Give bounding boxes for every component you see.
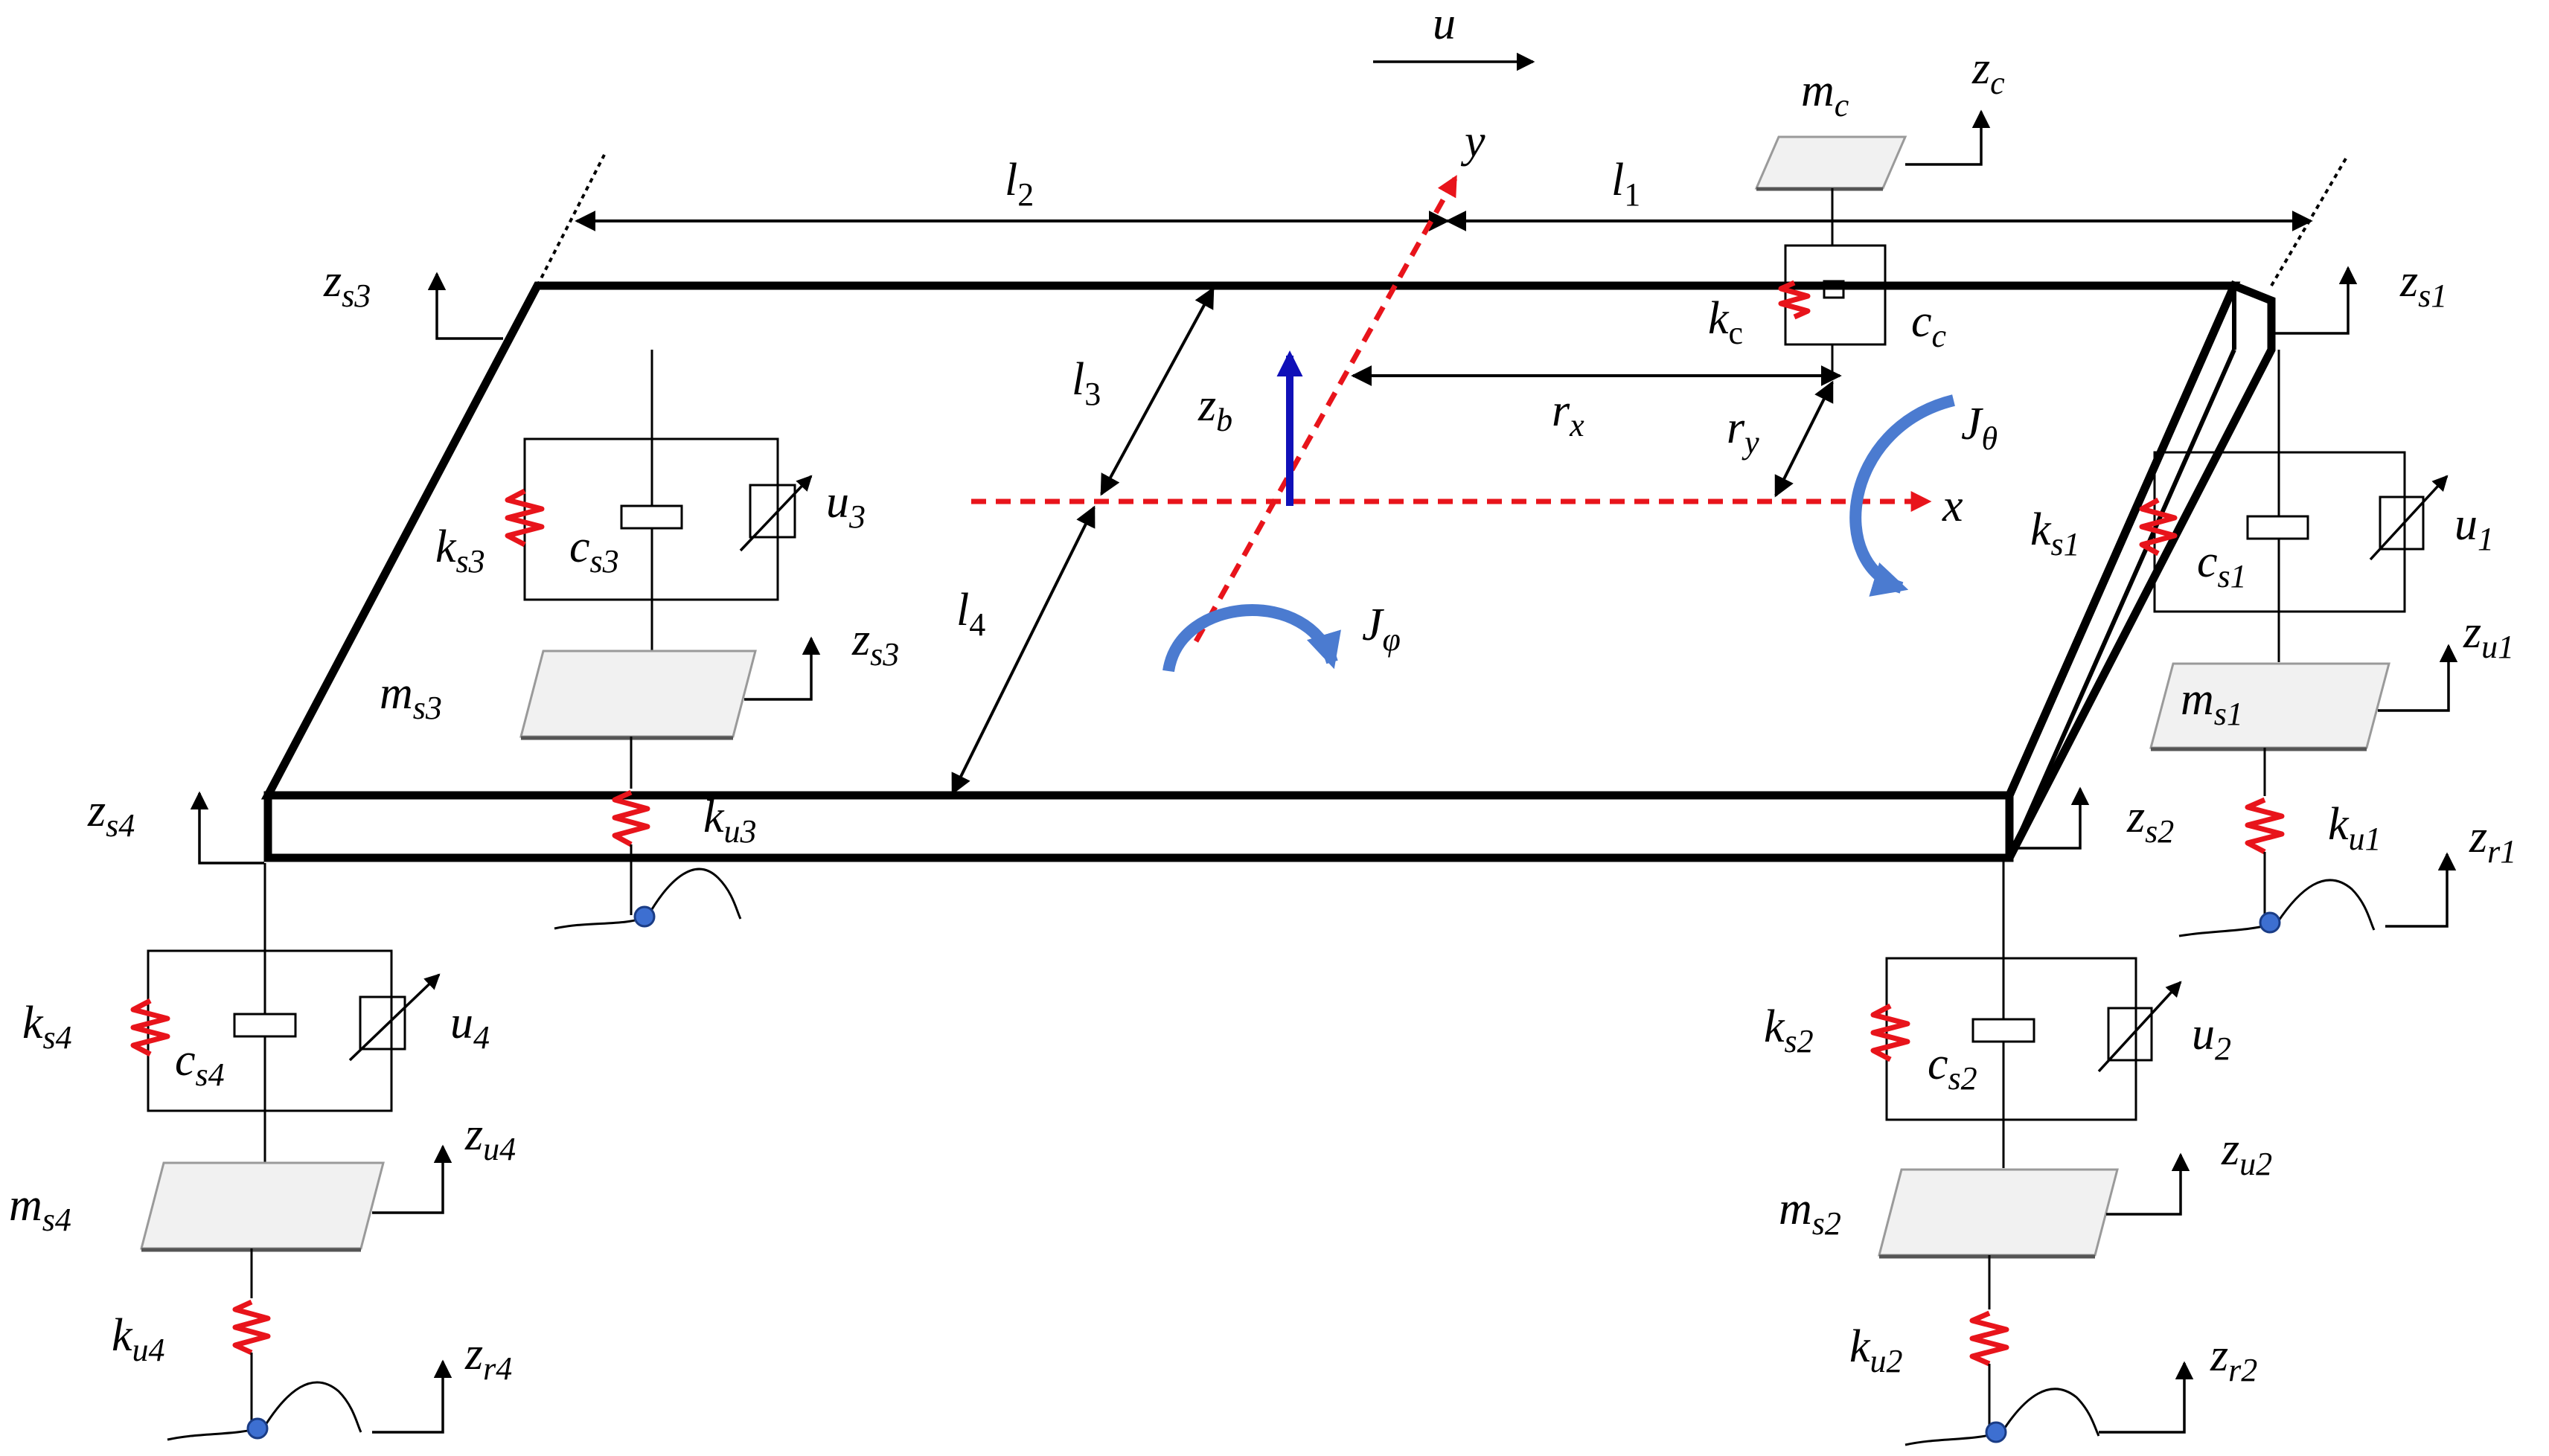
- label-cs4: cs4: [175, 1035, 225, 1093]
- suspension-corner-2: [1870, 786, 2194, 1446]
- label-zs1-top: zs1: [2399, 256, 2447, 314]
- label-ms1: ms1: [2181, 674, 2243, 732]
- label-x: x: [1942, 481, 1963, 531]
- label-zr2: zr2: [2210, 1330, 2257, 1388]
- l3-dimension-arrow: [1100, 286, 1215, 496]
- label-u1: u1: [2454, 499, 2494, 557]
- label-ku4: ku4: [112, 1310, 165, 1368]
- label-zu2: zu2: [2221, 1124, 2272, 1182]
- label-u: u: [1433, 0, 1456, 49]
- label-ks3: ks3: [435, 522, 485, 580]
- label-y: y: [1460, 116, 1485, 167]
- label-zs4: zs4: [87, 786, 135, 844]
- cabin-suspension: [1754, 109, 1991, 376]
- label-ks2: ks2: [1764, 1001, 1814, 1059]
- labels: u mc zc y x l1 l2 l3 l4 kc cc zb rx ry J…: [9, 0, 2516, 1388]
- label-l2: l2: [1005, 155, 1034, 213]
- label-ks1: ks1: [2030, 504, 2080, 562]
- label-jtheta: Jθ: [1961, 399, 1998, 457]
- l4-dimension-arrow: [951, 505, 1096, 795]
- label-u3: u3: [826, 477, 866, 535]
- label-kc: kc: [1708, 293, 1743, 351]
- label-cc: cc: [1911, 296, 1947, 354]
- suspension-corner-4: [130, 791, 452, 1441]
- label-u4: u4: [450, 998, 490, 1056]
- jtheta-rotation-arrow: [1849, 394, 1955, 597]
- label-cs2: cs2: [1928, 1039, 1977, 1097]
- label-zu1: zu1: [2463, 607, 2514, 665]
- suspension-corner-1: [2139, 266, 2458, 937]
- label-zb: zb: [1197, 380, 1232, 438]
- jphi-rotation-arrow: [1162, 604, 1341, 673]
- label-ks4: ks4: [22, 998, 72, 1056]
- label-rx: rx: [1552, 385, 1584, 443]
- y-axis: [1193, 175, 1458, 643]
- label-cs1: cs1: [2197, 536, 2247, 594]
- vehicle-body: [260, 280, 2276, 862]
- label-ku1: ku1: [2328, 799, 2382, 857]
- label-l4: l4: [956, 585, 985, 643]
- label-l3: l3: [1072, 354, 1101, 412]
- label-cs3: cs3: [569, 522, 619, 580]
- label-u2: u2: [2192, 1009, 2231, 1067]
- label-l1: l1: [1611, 155, 1640, 213]
- label-mc: mc: [1801, 65, 1849, 124]
- label-jphi: Jφ: [1362, 600, 1401, 658]
- ry-dimension-arrow: [1774, 380, 1834, 498]
- suspension-corner-3: [427, 272, 821, 930]
- dim-extension-left: [536, 154, 606, 286]
- label-ms4: ms4: [9, 1180, 71, 1238]
- label-ku2: ku2: [1849, 1321, 1903, 1379]
- label-zs3-top: zs3: [323, 256, 371, 314]
- label-zu4: zu4: [464, 1109, 516, 1167]
- label-ms2: ms2: [1779, 1184, 1841, 1242]
- label-zr4: zr4: [464, 1329, 512, 1387]
- label-zs3-mass: zs3: [851, 615, 899, 673]
- label-ms3: ms3: [380, 668, 442, 726]
- label-ku3: ku3: [703, 792, 757, 850]
- label-zs2: zs2: [2126, 792, 2174, 850]
- label-ry: ry: [1727, 403, 1759, 461]
- label-zc: zc: [1971, 43, 2005, 101]
- label-zr1: zr1: [2469, 812, 2516, 870]
